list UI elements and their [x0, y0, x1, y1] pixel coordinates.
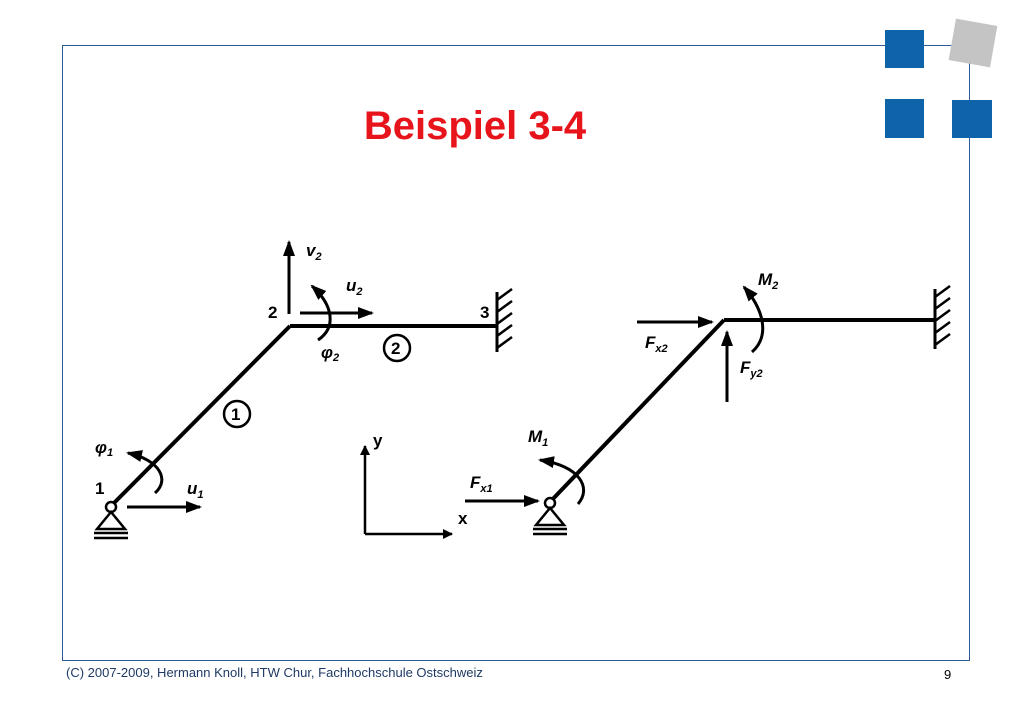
phi1-curved-arrow — [126, 450, 164, 495]
fy2-label: Fy2 — [740, 358, 763, 380]
phi2-label: φ2 — [321, 343, 339, 364]
page-number: 9 — [944, 667, 952, 682]
fx2-label: Fx2 — [645, 333, 668, 355]
y-axis-label: y — [373, 431, 383, 450]
pin-support-icon — [94, 500, 128, 540]
member-1-beam — [109, 324, 292, 508]
x-axis-label: x — [458, 509, 468, 528]
m2-label: M2 — [758, 270, 778, 292]
decor-square-blue — [885, 30, 924, 68]
m1-curved-arrow — [538, 456, 586, 505]
u1-label: u1 — [187, 479, 204, 501]
m1-label: M1 — [528, 427, 548, 449]
coordinate-axes — [360, 445, 453, 539]
footer-copyright: (C) 2007-2009, Hermann Knoll, HTW Chur, … — [66, 665, 483, 680]
node-2-label: 2 — [268, 303, 277, 322]
left-structure — [94, 240, 513, 540]
slide-title: Beispiel 3-4 — [363, 104, 587, 148]
decor-square-blue — [952, 100, 992, 138]
right-structure — [465, 284, 951, 536]
m2-curved-arrow — [742, 285, 765, 354]
fx1-label: Fx1 — [470, 473, 493, 495]
node-3-label: 3 — [480, 303, 489, 322]
member-1-label: 1 — [231, 405, 240, 424]
pin-support-icon — [533, 496, 567, 536]
right-member-1-beam — [548, 318, 726, 504]
member-1-circle — [222, 399, 252, 429]
slide-frame — [62, 45, 970, 661]
v2-label: v2 — [306, 241, 322, 263]
phi1-label: φ1 — [95, 438, 113, 459]
node-1-label: 1 — [95, 479, 104, 498]
phi2-curved-arrow — [310, 284, 332, 342]
fixed-support-icon — [495, 287, 513, 352]
fixed-support-icon — [933, 284, 951, 349]
member-2-circle — [382, 333, 412, 363]
decor-square-blue — [885, 99, 924, 138]
u2-label: u2 — [346, 276, 363, 298]
member-2-label: 2 — [391, 339, 400, 358]
